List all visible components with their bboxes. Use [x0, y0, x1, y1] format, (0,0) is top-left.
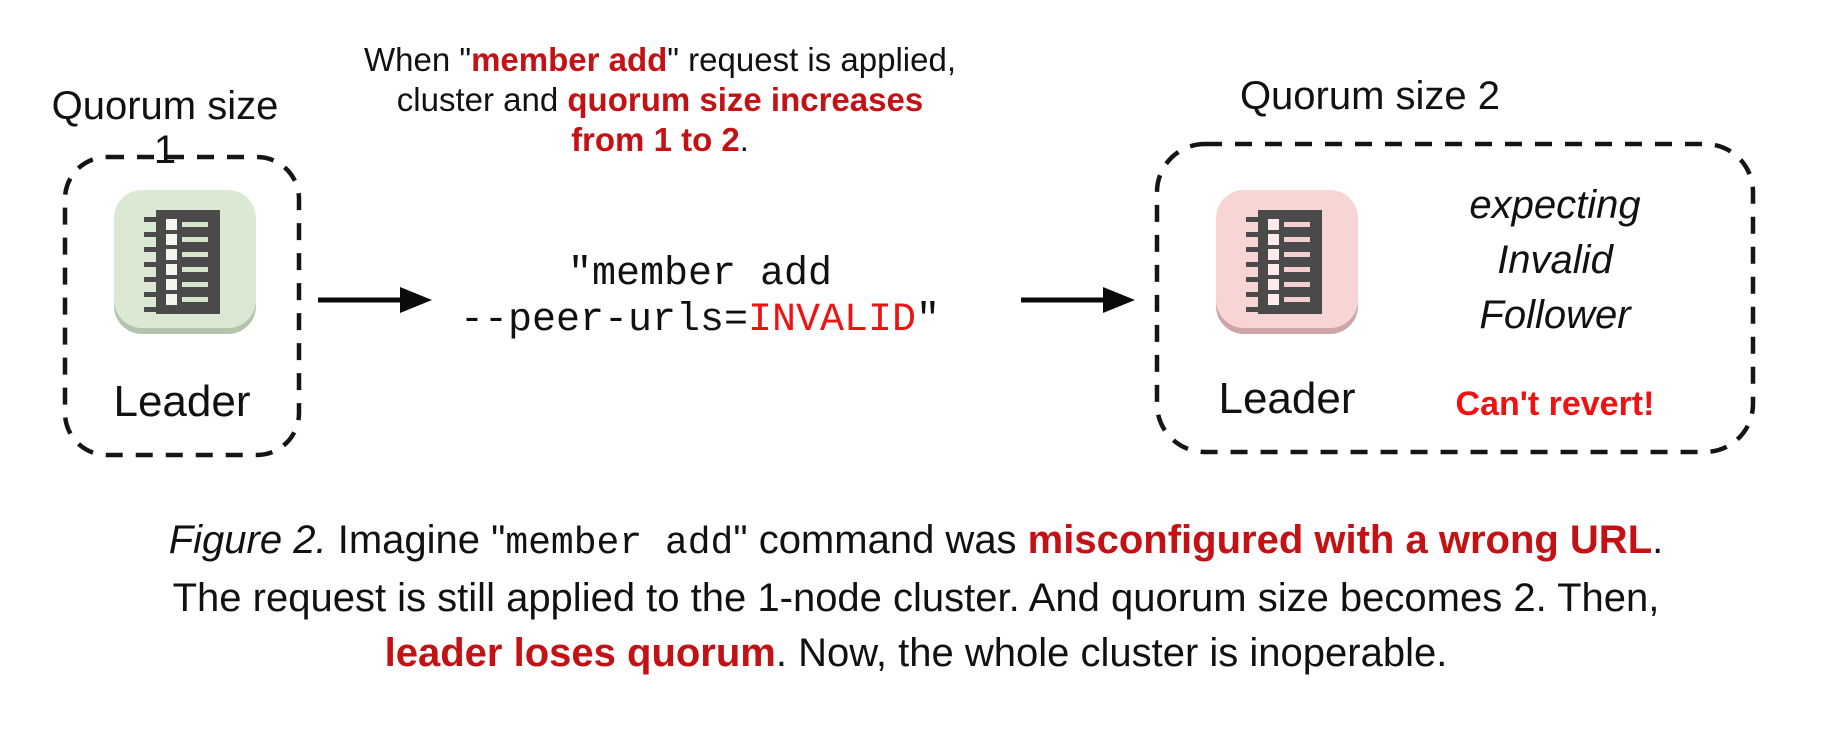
text-line: from 1 to 2.	[571, 121, 749, 158]
arrow-right-icon	[1021, 287, 1135, 313]
left-cluster-boundary	[62, 154, 302, 458]
right-cluster-boundary	[1154, 141, 1756, 455]
text-line: When "member add" request is applied,	[363, 41, 957, 78]
right-leader-label: Leader	[1218, 374, 1356, 423]
expectation-line: Follower	[1479, 293, 1631, 337]
right-cluster-title: Quorum size 2	[1239, 74, 1501, 118]
expectation-text: expecting Invalid Follower	[1390, 178, 1720, 343]
left-leader-label: Leader	[113, 377, 251, 426]
text-line: leader loses quorum. Now, the whole clus…	[384, 631, 1448, 675]
annotation-text: When "member add" request is applied,clu…	[320, 40, 1000, 160]
command-text: "member add--peer-urls=INVALID"	[400, 252, 1000, 344]
left-cluster-title: Quorum size 1	[51, 84, 279, 172]
expectation-line: Invalid	[1497, 238, 1613, 282]
text-line: Figure 2. Imagine "member add" command w…	[168, 518, 1664, 565]
text-line: cluster and quorum size increases	[396, 81, 924, 118]
figure-caption: Figure 2. Imagine "member add" command w…	[0, 513, 1832, 681]
text-line: --peer-urls=INVALID"	[459, 298, 941, 343]
text-line: The request is still applied to the 1-no…	[172, 576, 1660, 620]
expectation-line: expecting	[1469, 183, 1641, 227]
arrow-right-icon	[318, 287, 432, 313]
leader-node-icon	[114, 190, 256, 334]
leader-node-icon	[1216, 190, 1358, 334]
cant-revert-warning: Can't revert!	[1455, 385, 1655, 423]
text-line: "member add	[567, 252, 833, 297]
